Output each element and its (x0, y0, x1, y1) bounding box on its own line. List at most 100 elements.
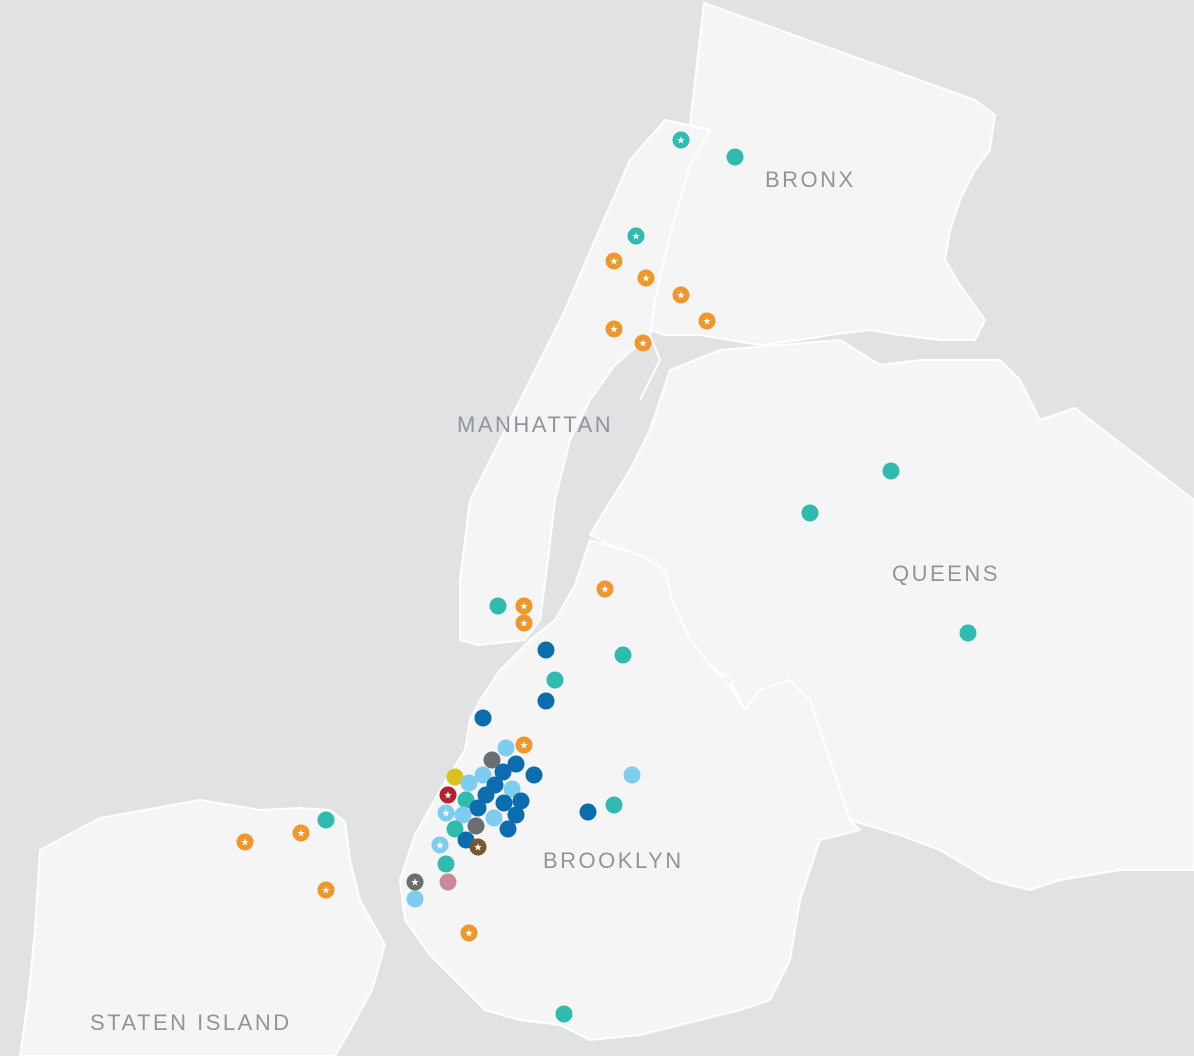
location-marker[interactable] (507, 806, 525, 824)
marker-dot (460, 774, 478, 792)
star-icon: ★ (610, 325, 619, 336)
location-marker[interactable] (882, 462, 900, 480)
location-marker[interactable] (512, 792, 530, 810)
location-marker[interactable] (469, 799, 487, 817)
marker-dot (460, 924, 478, 942)
location-marker[interactable] (467, 817, 485, 835)
location-marker[interactable] (474, 709, 492, 727)
marker-dot (406, 873, 424, 891)
marker-dot (596, 580, 614, 598)
marker-dot (483, 751, 501, 769)
marker-dot (439, 786, 457, 804)
location-marker[interactable] (546, 671, 564, 689)
starred-location-marker[interactable]: ★ (672, 131, 690, 149)
starred-location-marker[interactable]: ★ (515, 736, 533, 754)
location-marker[interactable] (494, 763, 512, 781)
marker-dot (497, 739, 515, 757)
location-marker[interactable] (605, 796, 623, 814)
starred-location-marker[interactable]: ★ (406, 873, 424, 891)
location-marker[interactable] (460, 774, 478, 792)
starred-location-marker[interactable]: ★ (605, 252, 623, 270)
starred-location-marker[interactable]: ★ (460, 924, 478, 942)
star-icon: ★ (520, 619, 529, 630)
marker-dot (469, 799, 487, 817)
starred-location-marker[interactable]: ★ (698, 312, 716, 330)
location-marker[interactable] (499, 820, 517, 838)
location-marker[interactable] (497, 739, 515, 757)
manhattan-label: MANHATTAN (457, 412, 613, 437)
location-marker[interactable] (555, 1005, 573, 1023)
starred-location-marker[interactable]: ★ (627, 227, 645, 245)
marker-dot (446, 768, 464, 786)
location-marker[interactable] (457, 791, 475, 809)
marker-dot (477, 786, 495, 804)
marker-dot (499, 820, 517, 838)
location-marker[interactable] (507, 755, 525, 773)
marker-dot (525, 766, 543, 784)
land-areas (19, 2, 1194, 1056)
brooklyn-label: BROOKLYN (543, 848, 684, 873)
bronx-label: BRONX (765, 167, 856, 192)
starred-location-marker[interactable]: ★ (634, 334, 652, 352)
starred-location-marker[interactable]: ★ (236, 833, 254, 851)
starred-location-marker[interactable]: ★ (637, 269, 655, 287)
location-marker[interactable] (446, 820, 464, 838)
location-marker[interactable] (726, 148, 744, 166)
star-icon: ★ (442, 809, 451, 820)
location-marker[interactable] (503, 780, 521, 798)
location-marker[interactable] (477, 786, 495, 804)
marker-dot (317, 811, 335, 829)
location-marker[interactable] (579, 803, 597, 821)
marker-dot (623, 766, 641, 784)
location-marker[interactable] (489, 597, 507, 615)
location-marker[interactable] (317, 811, 335, 829)
location-marker[interactable] (446, 768, 464, 786)
location-marker[interactable] (439, 873, 457, 891)
starred-location-marker[interactable]: ★ (317, 881, 335, 899)
starred-location-marker[interactable]: ★ (605, 320, 623, 338)
location-marker[interactable] (623, 766, 641, 784)
marker-dot (457, 791, 475, 809)
location-marker[interactable] (537, 641, 555, 659)
starred-location-marker[interactable]: ★ (431, 836, 449, 854)
starred-location-marker[interactable]: ★ (439, 786, 457, 804)
starred-location-marker[interactable]: ★ (515, 614, 533, 632)
location-marker[interactable] (485, 809, 503, 827)
marker-dot (515, 597, 533, 615)
star-icon: ★ (642, 274, 651, 285)
location-marker[interactable] (406, 890, 424, 908)
marker-dot (495, 794, 513, 812)
location-marker[interactable] (483, 751, 501, 769)
location-marker[interactable] (454, 806, 472, 824)
location-marker[interactable] (801, 504, 819, 522)
location-marker[interactable] (495, 794, 513, 812)
starred-location-marker[interactable]: ★ (469, 838, 487, 856)
marker-dot (614, 646, 632, 664)
star-icon: ★ (639, 339, 648, 350)
marker-dot (555, 1005, 573, 1023)
star-icon: ★ (474, 843, 483, 854)
starred-location-marker[interactable]: ★ (515, 597, 533, 615)
star-icon: ★ (411, 878, 420, 889)
marker-dot (507, 755, 525, 773)
location-marker[interactable] (437, 855, 455, 873)
starred-location-marker[interactable]: ★ (292, 824, 310, 842)
starred-location-marker[interactable]: ★ (672, 286, 690, 304)
location-marker[interactable] (614, 646, 632, 664)
star-icon: ★ (444, 791, 453, 802)
location-marker[interactable] (525, 766, 543, 784)
marker-dot (515, 736, 533, 754)
starred-location-marker[interactable]: ★ (437, 804, 455, 822)
starred-location-marker[interactable]: ★ (596, 580, 614, 598)
location-marker[interactable] (959, 624, 977, 642)
marker-dot (437, 804, 455, 822)
star-icon: ★ (465, 929, 474, 940)
marker-dot (672, 286, 690, 304)
marker-dot (446, 820, 464, 838)
marker-dot (317, 881, 335, 899)
location-marker[interactable] (537, 692, 555, 710)
location-markers: ★★★★★★★★★★★★★★★★★★★★★ (236, 131, 977, 1023)
star-icon: ★ (297, 829, 306, 840)
location-marker[interactable] (474, 766, 492, 784)
